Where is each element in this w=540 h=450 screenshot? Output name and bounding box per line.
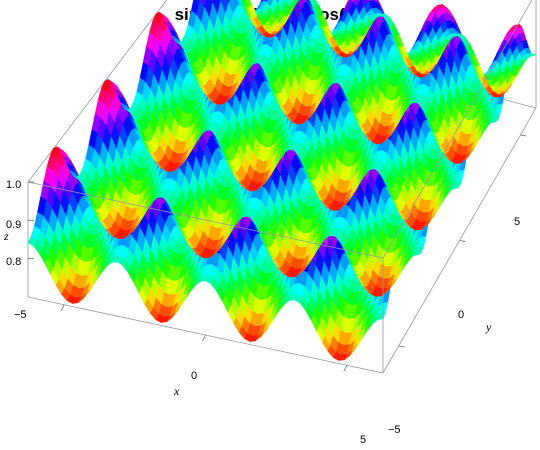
y-tick-label-neg5: −5 (388, 424, 401, 436)
y-tick-mark (459, 240, 466, 242)
z-tick-label-0.9: 0.9 (6, 219, 21, 231)
axis-ticks (28, 134, 527, 372)
x-tick-label-neg5: −5 (14, 309, 27, 321)
z-tick-label-1.0: 1.0 (6, 179, 21, 191)
surface-patch (227, 0, 230, 3)
y-tick-mark (520, 134, 527, 137)
x-axis-label: x (173, 384, 180, 398)
surface-patch (245, 0, 253, 8)
x-tick-mark (60, 304, 65, 311)
x-tick-label-5: 5 (360, 434, 366, 446)
surface-patch (191, 0, 200, 15)
y-tick-label-0: 0 (458, 309, 464, 321)
surface-patch (310, 0, 319, 7)
z-axis-label: z (3, 229, 9, 243)
y-tick-label-5: 5 (514, 216, 520, 228)
box-edge-left-top (27, 0, 168, 183)
y-tick-mark (398, 345, 405, 348)
z-tick-label-0.8: 0.8 (6, 256, 21, 268)
box-edge-right-top (382, 0, 533, 259)
surface-patch (200, 0, 206, 7)
x-tick-mark (343, 365, 348, 372)
y-axis-label: y (485, 320, 492, 334)
x-tick-label-0: 0 (191, 370, 197, 382)
box-edge-front-top (27, 181, 384, 259)
surface-patch (212, 0, 221, 15)
surface-patch (211, 0, 213, 3)
x-tick-mark (202, 334, 206, 342)
surface-mesh (27, 0, 537, 361)
